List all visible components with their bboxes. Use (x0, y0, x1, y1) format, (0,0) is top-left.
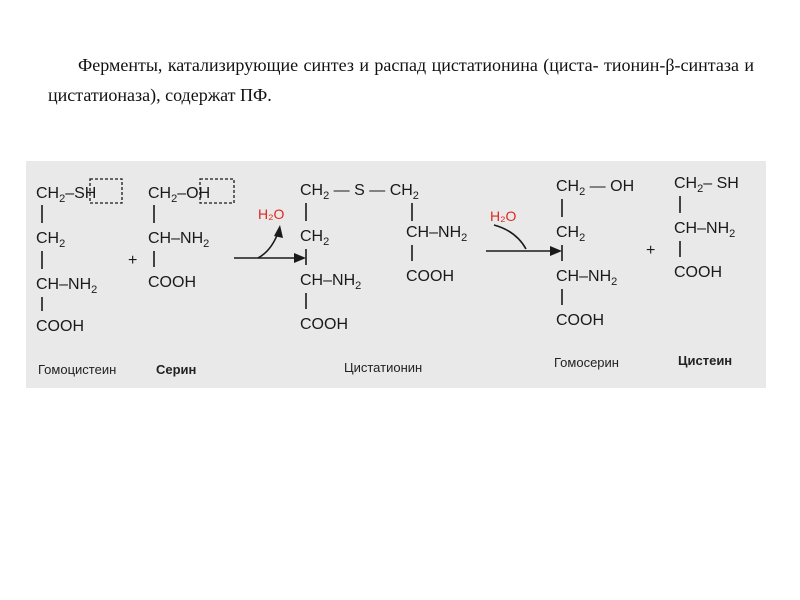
svg-text:CH–NH2: CH–NH2 (148, 230, 209, 250)
svg-text:CH–NH2: CH–NH2 (674, 220, 735, 240)
svg-text:CH2–OH: CH2–OH (148, 185, 210, 205)
water-label-2: H₂O (490, 208, 517, 224)
homoserine-structure: CH2 — OH CH2 CH–NH2 COOH (556, 178, 634, 329)
arrow-cleavage: H₂O (486, 208, 562, 256)
compound-label-homoserine: Гомосерин (554, 355, 619, 370)
svg-text:+: + (646, 242, 655, 259)
serine-structure: CH2–OH CH–NH2 COOH (148, 178, 235, 291)
compound-label-homocysteine: Гомоцистеин (38, 362, 116, 377)
cysteine-structure: CH2– SH CH–NH2 COOH (674, 175, 739, 281)
arrow-synthesis: H₂O (234, 206, 306, 263)
svg-text:COOH: COOH (300, 316, 348, 333)
svg-text:COOH: COOH (674, 264, 722, 281)
svg-text:CH2 — OH: CH2 — OH (556, 178, 634, 198)
compound-label-cysteine: Цистеин (678, 353, 732, 368)
svg-text:COOH: COOH (148, 274, 196, 291)
svg-text:CH–NH2: CH–NH2 (36, 276, 97, 296)
svg-text:COOH: COOH (556, 312, 604, 329)
svg-text:CH–NH2: CH–NH2 (556, 268, 617, 288)
svg-text:COOH: COOH (36, 318, 84, 335)
water-label-1: H₂O (258, 206, 285, 222)
svg-text:CH2– SH: CH2– SH (674, 175, 739, 195)
svg-text:CH–NH2: CH–NH2 (406, 224, 467, 244)
svg-text:CH2: CH2 (300, 228, 329, 248)
homocysteine-structure: CH2–SH CH2 CH–NH2 COOH (36, 178, 123, 335)
scheme-background (26, 161, 766, 388)
svg-text:CH–NH2: CH–NH2 (300, 272, 361, 292)
caption-text: Ферменты, катализирующие синтез и распад… (48, 50, 754, 110)
compound-label-serine: Серин (156, 362, 196, 377)
reaction-scheme: CH2–SH CH2 CH–NH2 COOH + CH2–OH CH–NH2 C… (26, 161, 766, 388)
svg-text:CH2: CH2 (36, 230, 65, 250)
caption-line-1: Ферменты, катализирующие синтез и распад… (78, 55, 599, 75)
compound-label-cystathionine: Цистатионин (344, 360, 422, 375)
svg-text:COOH: COOH (406, 268, 454, 285)
svg-text:CH2: CH2 (556, 224, 585, 244)
svg-text:+: + (128, 252, 137, 269)
svg-text:CH2 — S — CH2: CH2 — S — CH2 (300, 182, 419, 202)
cystathionine-structure: CH2 — S — CH2 CH2 CH–NH2 CH–NH2 COOH COO… (300, 182, 467, 333)
svg-text:CH2–SH: CH2–SH (36, 185, 96, 205)
caption-line-2: тионин-β-синтаза и цистатионаза), содерж… (48, 55, 755, 105)
